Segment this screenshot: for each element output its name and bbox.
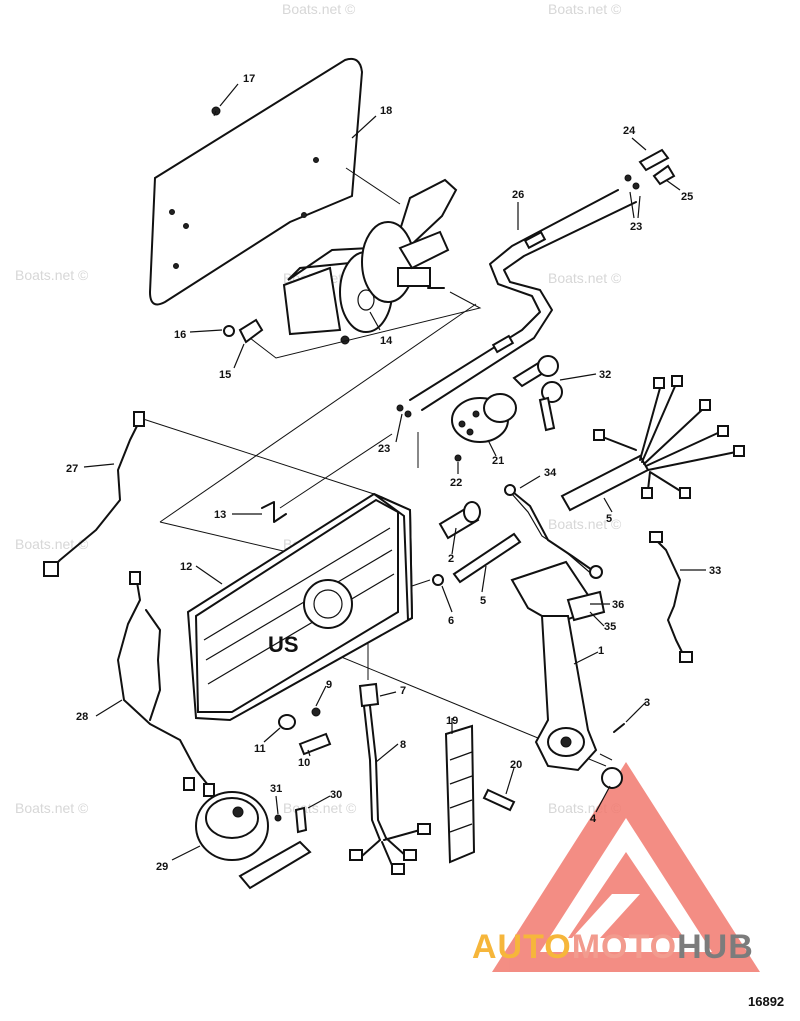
fasteners-part [278,707,332,756]
callout-label: 23 [630,221,642,233]
callout-label: 11 [254,743,266,755]
lead-27-part [43,411,145,577]
lead-33-part [649,531,693,663]
callout-label: 22 [450,477,462,489]
callout-label: 17 [243,73,255,85]
callout-label: 25 [681,191,693,203]
callout-label: 13 [214,509,226,521]
automotohub-logo-text: AUTOMOTOHUB [472,928,754,967]
lanyard-part [504,484,603,579]
lead-28-part [117,571,215,797]
ignition-keys-part [512,355,563,432]
control-cables-part [409,189,637,411]
watermark-text: Boats.net © [548,516,622,532]
watermark-text: Boats.net © [15,267,89,283]
callout-label: 8 [400,739,406,751]
callout-label: 29 [156,861,168,873]
watermark-text: Boats.net © [283,800,357,816]
callout-label: 31 [270,783,282,795]
cable-end-parts [396,148,676,418]
stop-switch-part [432,501,481,586]
callout-label: 10 [298,757,310,769]
watermark-text: Boats.net © [282,1,356,17]
bushing-15-part [238,318,264,344]
control-handle-part [510,560,606,772]
callout-label: 24 [623,125,636,137]
trim-harness-part [349,682,431,875]
rod-part [452,532,522,584]
callout-label: 36 [612,599,624,611]
callout-label: 27 [66,463,78,475]
callout-label: 28 [76,711,88,723]
callout-label: 15 [219,369,231,381]
callout-label: 30 [330,789,342,801]
nut-16-part [223,325,235,337]
pin-part [601,723,625,789]
callout-label: 34 [544,467,557,479]
callout-label: 4 [590,813,597,825]
callout-label: 20 [510,759,522,771]
callout-label: 14 [380,335,393,347]
logo-triangle [492,762,760,972]
callout-label: 18 [380,105,392,117]
control-box-housing-part: US [186,492,414,722]
callout-label: 19 [446,715,458,727]
callout-label: 35 [604,621,616,633]
figure-number: 16892 [748,994,785,1009]
callout-label: 12 [180,561,192,573]
watermark-text: Boats.net © [548,1,622,17]
cover-plate-part [148,57,364,306]
housing-logo-text: US [268,632,299,657]
callout-label: 32 [599,369,611,381]
callout-label: 26 [512,189,524,201]
callouts: 17 18 24 25 26 23 16 14 15 32 23 21 27 2… [66,73,721,873]
terminal-block-part [444,724,516,864]
callout-label: 7 [400,685,406,697]
callout-label: 2 [448,553,454,565]
wiring-harness-part [560,375,745,512]
callout-label: 16 [174,329,186,341]
leader-lines [83,83,706,861]
watermark-text: Boats.net © [15,536,89,552]
shift-mechanism-part [282,178,458,345]
logo-hub: HUB [677,928,754,966]
callout-label: 21 [492,455,504,467]
watermark-text: Boats.net © [548,270,622,286]
watermark-text: Boats.net © [15,800,89,816]
logo-moto: MOTO [571,928,678,966]
callout-label: 23 [378,443,390,455]
clip-13-part [261,501,287,523]
callout-label: 3 [644,697,650,709]
ignition-switch-part [451,393,517,462]
horn-part [195,791,312,890]
callout-label: 5 [606,513,612,525]
callout-label: 9 [326,679,332,691]
logo-auto: AUTO [472,928,572,966]
callout-label: 5 [480,595,486,607]
callout-label: 1 [598,645,604,657]
callout-label: 33 [709,565,721,577]
callout-label: 6 [448,615,454,627]
